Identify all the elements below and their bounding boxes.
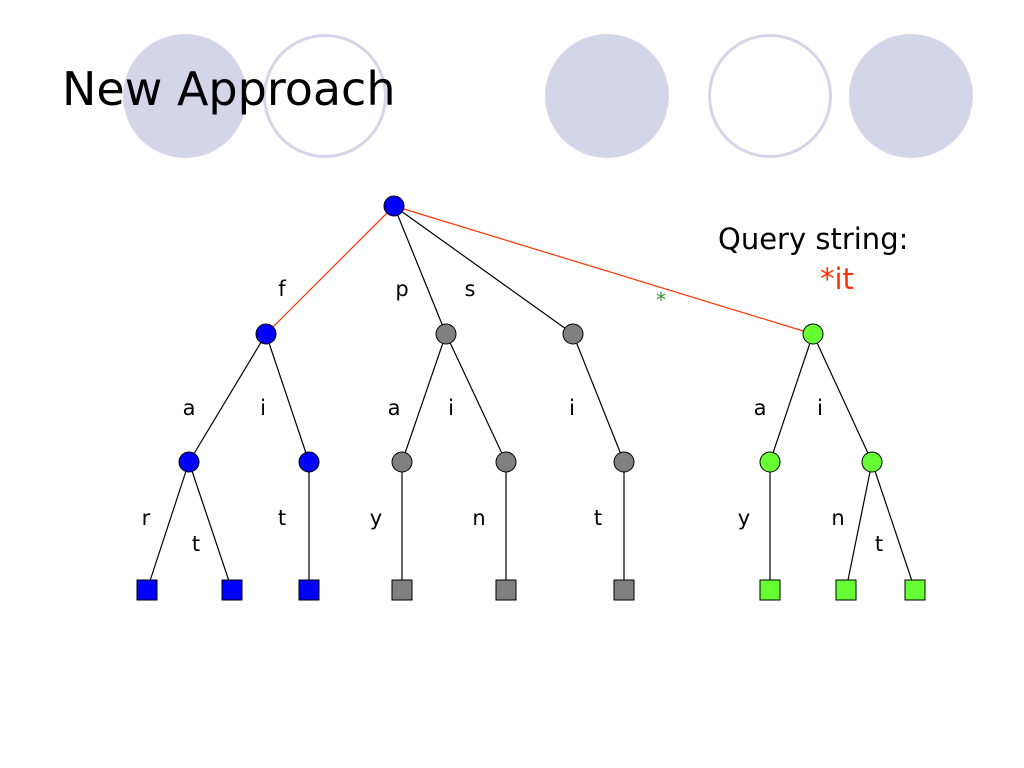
tree-node-p: [435, 323, 457, 345]
edge-label-root-f: f: [278, 277, 286, 301]
tree-node-f: [255, 323, 277, 345]
edge-label-root-p: p: [395, 277, 408, 301]
edge-label-star-sti: i: [817, 396, 823, 420]
edge-root-f: [265, 205, 395, 335]
edge-label-sti-stin: n: [831, 506, 844, 530]
tree-node-star: [802, 323, 824, 345]
edge-label-p-pa: a: [388, 396, 401, 420]
decor-circle-4: [708, 34, 832, 158]
tree-node-s: [562, 323, 584, 345]
edge-root-star: [393, 205, 814, 335]
edge-p-pa: [401, 333, 447, 463]
decor-circle-3: [545, 34, 669, 158]
edge-f-fi: [265, 333, 310, 463]
leaf-node-sit: [613, 579, 635, 601]
edge-star-sti: [812, 333, 873, 463]
edge-sti-stin: [845, 461, 873, 591]
edge-p-pi: [445, 333, 507, 463]
edge-s-si: [572, 333, 625, 463]
decor-circle-2: [263, 34, 387, 158]
query-label: Query string:: [718, 222, 909, 256]
edge-label-fa-fat: t: [192, 532, 200, 556]
edge-root-p: [393, 205, 447, 335]
tree-node-fa: [178, 451, 200, 473]
leaf-node-fat: [221, 579, 243, 601]
decor-circle-5: [849, 34, 973, 158]
edge-root-s: [393, 205, 574, 335]
leaf-node-fit: [298, 579, 320, 601]
tree-node-fi: [298, 451, 320, 473]
edge-label-f-fa: a: [183, 396, 196, 420]
edge-f-fa: [188, 333, 267, 463]
edge-label-pi-pin: n: [472, 506, 485, 530]
edge-label-f-fi: i: [260, 396, 266, 420]
slide-title: New Approach: [62, 62, 396, 116]
edge-label-si-sit: t: [594, 506, 602, 530]
tree-node-root: [383, 195, 405, 217]
tree-node-si: [613, 451, 635, 473]
tree-node-sti: [861, 451, 883, 473]
edge-fa-far: [146, 461, 190, 591]
edge-fa-fat: [188, 461, 233, 591]
edge-sti-stit: [871, 461, 916, 591]
tree-node-pi: [495, 451, 517, 473]
leaf-node-pay: [391, 579, 413, 601]
wildcard-edge-label: *: [656, 288, 666, 312]
edge-label-star-sa: a: [754, 396, 767, 420]
decor-circle-1: [123, 34, 247, 158]
leaf-node-stin: [835, 579, 857, 601]
tree-node-sa: [759, 451, 781, 473]
edge-label-fi-fit: t: [278, 506, 286, 530]
edge-label-root-s: s: [465, 277, 476, 301]
edge-label-s-si: i: [569, 396, 575, 420]
leaf-node-far: [136, 579, 158, 601]
leaf-node-pin: [495, 579, 517, 601]
edge-label-fa-far: r: [142, 506, 151, 530]
query-value: *it: [820, 262, 854, 296]
edge-label-sa-say: y: [738, 506, 750, 530]
edge-label-pa-pay: y: [370, 506, 382, 530]
tree-node-pa: [391, 451, 413, 473]
edge-star-sa: [769, 333, 814, 463]
leaf-node-stit: [904, 579, 926, 601]
edge-label-p-pi: i: [448, 396, 454, 420]
edge-label-sti-stit: t: [875, 532, 883, 556]
leaf-node-say: [759, 579, 781, 601]
